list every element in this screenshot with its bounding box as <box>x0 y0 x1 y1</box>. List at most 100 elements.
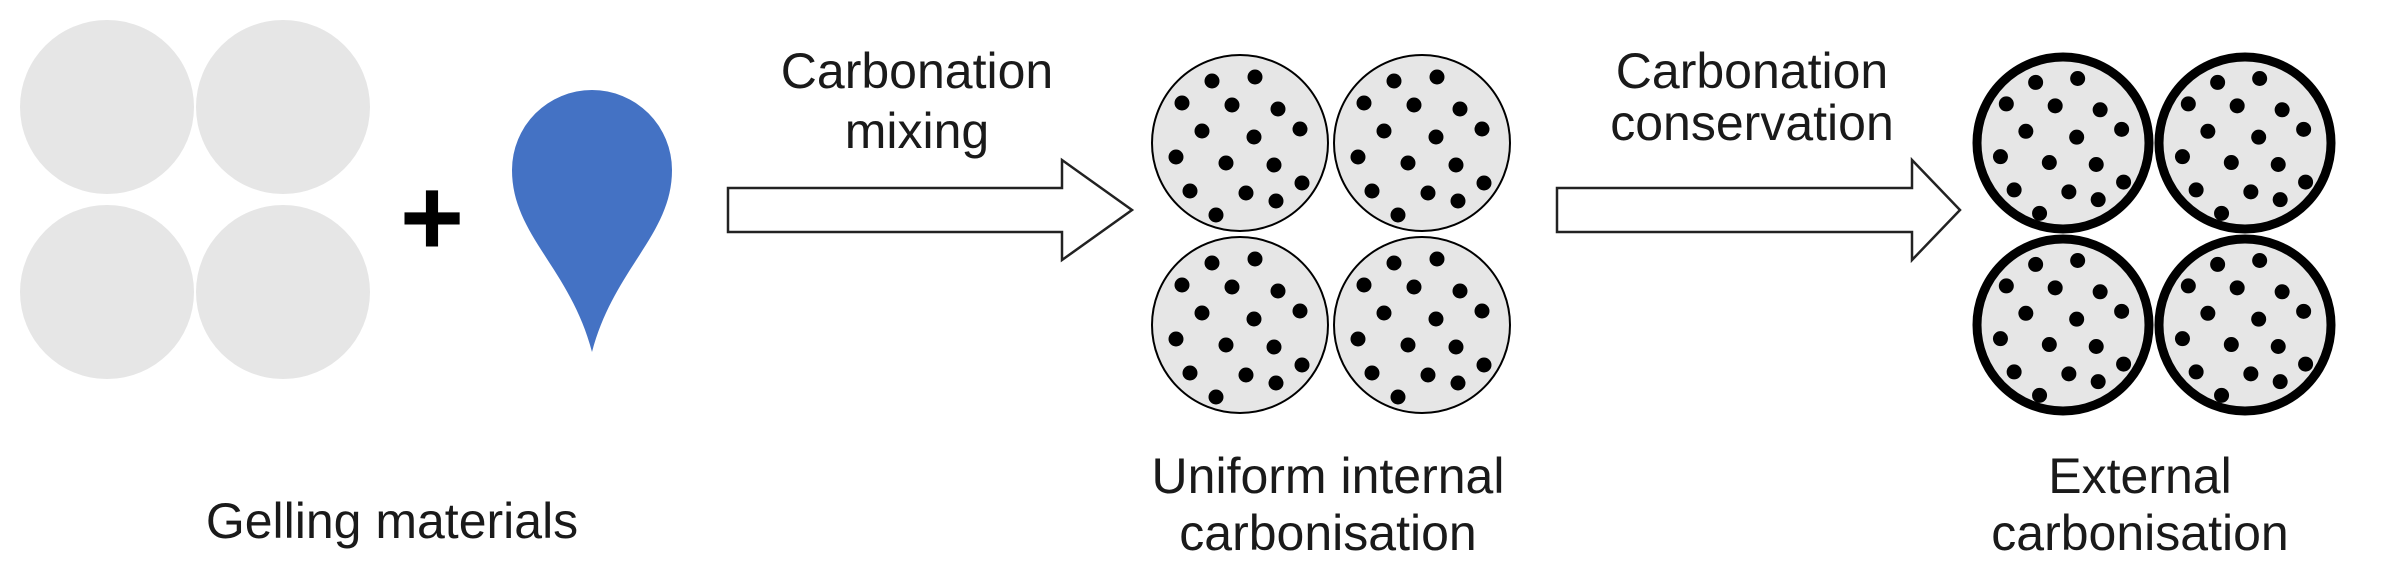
carbon-dot <box>2296 303 2312 319</box>
carbon-dot <box>2041 337 2057 353</box>
carbon-dot <box>1474 303 1490 319</box>
carbon-dot <box>1292 121 1308 137</box>
carbon-dot <box>1992 149 2008 165</box>
carbon-dot <box>1376 305 1392 321</box>
carbon-dot <box>1268 193 1284 209</box>
carbon-dot <box>2200 305 2216 321</box>
carbon-dot <box>1448 339 1464 355</box>
carbon-dot <box>2032 387 2048 403</box>
carbonised-particle <box>2154 52 2336 234</box>
stage-label-internal-line1: Uniform internal <box>1152 448 1505 504</box>
carbonised-particle <box>1151 236 1329 414</box>
carbon-dot <box>2032 205 2048 221</box>
carbon-dot <box>2092 102 2108 118</box>
carbon-dot <box>2090 192 2106 208</box>
external-carbonisation-group <box>1972 52 2336 416</box>
carbon-dot <box>2274 102 2290 118</box>
gelling-particle <box>196 20 370 194</box>
carbon-dot <box>2200 123 2216 139</box>
carbon-dot <box>2069 129 2085 145</box>
carbon-dot <box>1294 175 1310 191</box>
carbon-dot <box>2223 155 2239 171</box>
carbon-dot <box>2272 374 2288 390</box>
stage-label-gelling: Gelling materials <box>206 493 578 549</box>
carbon-dot <box>2188 364 2204 380</box>
carbon-dot <box>2229 98 2245 114</box>
stage-label-external-line1: External <box>2048 448 2231 504</box>
carbon-dot <box>1452 283 1468 299</box>
carbon-dot <box>2088 339 2104 354</box>
carbon-dot <box>1428 311 1444 327</box>
carbon-dot <box>2210 256 2226 272</box>
carbon-dot <box>1246 311 1262 327</box>
carbon-dot <box>2006 182 2022 198</box>
carbon-dot <box>1400 337 1416 353</box>
carbon-dot <box>1386 255 1402 271</box>
carbonised-particle <box>2154 234 2336 416</box>
carbon-dot <box>2243 366 2259 382</box>
carbon-dot <box>2180 278 2196 294</box>
carbon-dot <box>1476 357 1492 373</box>
carbon-dot <box>2061 366 2077 382</box>
carbon-dot <box>1390 207 1406 223</box>
carbon-dot <box>2116 356 2132 372</box>
carbon-dot <box>2180 96 2196 112</box>
carbon-dot <box>1406 279 1422 295</box>
carbon-dot <box>1174 277 1190 293</box>
carbon-dot <box>2272 192 2288 208</box>
carbon-dot <box>1182 365 1198 381</box>
carbon-dot <box>1364 183 1380 199</box>
carbon-dot <box>1224 97 1240 113</box>
carbon-dot <box>2047 98 2063 114</box>
carbon-dot <box>2223 337 2239 353</box>
carbon-dot <box>1390 389 1406 405</box>
carbon-dot <box>1364 365 1380 381</box>
carbon-dot <box>2041 155 2057 171</box>
carbon-dot <box>1268 375 1284 391</box>
gelling-particle <box>196 205 370 379</box>
carbon-dot <box>2252 71 2268 86</box>
carbon-dot <box>1246 129 1262 145</box>
carbonised-particle <box>1972 52 2154 234</box>
arrow-label-line: Carbonation <box>1616 43 1888 99</box>
carbonised-particle <box>1333 236 1511 414</box>
carbon-dot <box>1476 175 1492 191</box>
carbon-dot <box>1238 367 1254 383</box>
carbon-dot <box>1266 339 1282 355</box>
carbon-dot <box>2116 174 2132 190</box>
carbon-dot <box>1194 123 1210 139</box>
carbon-dot <box>1266 157 1282 173</box>
carbon-dot <box>1218 337 1234 353</box>
arrow-shape <box>726 157 1135 263</box>
carbon-dot <box>1448 157 1464 173</box>
carbon-dot <box>2088 157 2104 172</box>
carbon-dot <box>1174 95 1190 111</box>
carbon-dot <box>1386 73 1402 89</box>
carbon-dot <box>1450 193 1466 209</box>
carbon-dot <box>2047 280 2063 296</box>
gelling-particle <box>20 205 194 379</box>
carbon-dot <box>2251 129 2267 145</box>
carbon-dot <box>1182 183 1198 199</box>
carbon-dot <box>1998 278 2014 294</box>
carbon-dot <box>1270 101 1286 117</box>
carbon-dot <box>1168 331 1184 347</box>
carbon-dot <box>1194 305 1210 321</box>
carbon-dot <box>2229 280 2245 296</box>
internal-carbonisation-group <box>1151 54 1511 414</box>
arrow-carbonation-mixing: Carbonation mixing <box>726 43 1135 263</box>
carbon-dot <box>2090 374 2106 390</box>
carbon-dot <box>2174 149 2190 165</box>
carbon-dot <box>1992 331 2008 347</box>
carbon-dot <box>1429 69 1445 85</box>
carbon-dot <box>2070 71 2086 86</box>
stage-label-internal-line2: carbonisation <box>1179 505 1476 561</box>
stage-label-external-line2: carbonisation <box>1991 505 2288 561</box>
carbon-dot <box>2018 123 2034 139</box>
carbon-dot <box>2251 311 2267 327</box>
carbon-dot <box>1168 149 1184 165</box>
carbon-dot <box>1474 121 1490 137</box>
arrow-carbonation-conservation: Carbonation conservation <box>1555 43 1962 264</box>
carbon-dot <box>2006 364 2022 380</box>
